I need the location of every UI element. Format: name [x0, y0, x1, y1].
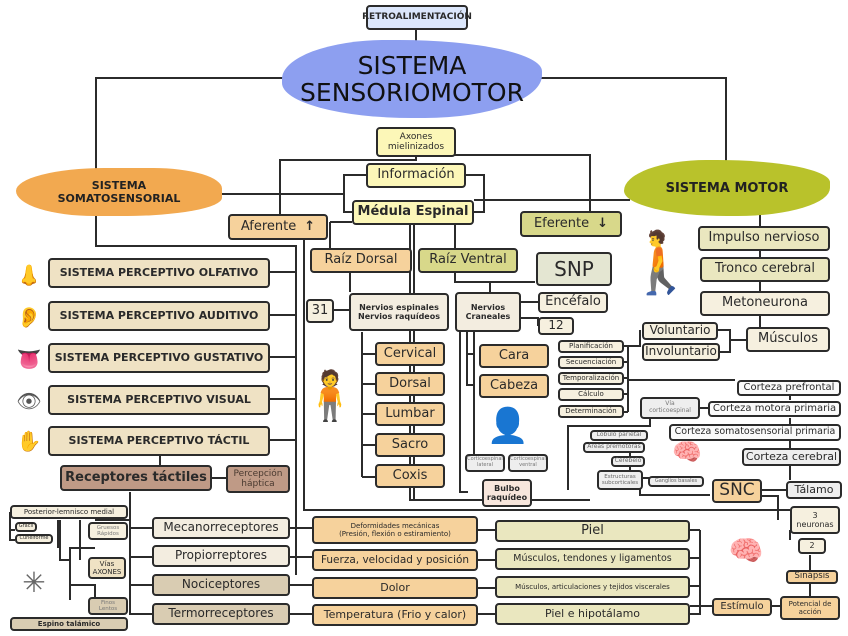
- function-calculo: Cálculo: [558, 388, 624, 401]
- receptor-type-mecano: Mecanorreceptores: [152, 517, 290, 539]
- ear-icon: 👂: [16, 305, 42, 329]
- system-olfativo: SISTEMA PERCEPTIVO OLFATIVO: [48, 258, 270, 288]
- lemnisco-box: Posterior-lemnisco medial: [10, 505, 128, 519]
- vias-axones-box: Vías AXONES: [88, 557, 126, 579]
- musculos-box: Músculos: [746, 327, 830, 352]
- estructuras-subcorticales-box: Estructuras subcorticales: [597, 470, 643, 490]
- stimulus-termo: Temperatura (Frio y calor): [312, 604, 478, 626]
- estimulo-box: Estímulo: [712, 598, 772, 616]
- cranial-count-box: 12: [538, 317, 574, 335]
- segment-dorsal: Dorsal: [375, 372, 445, 396]
- system-gustativo: SISTEMA PERCEPTIVO GUSTATIVO: [48, 343, 270, 373]
- corteza-somatosensorial-box: Corteza somatosensorial primaria: [669, 424, 841, 441]
- tongue-icon: 👅: [16, 347, 42, 371]
- nervios-craneales-box: Nervios Craneales: [455, 292, 521, 332]
- stimulus-propio: Fuerza, velocidad y posición: [312, 549, 478, 571]
- corteza-motora-box: Corteza motora primaria: [708, 401, 841, 417]
- cuneiforme-box: Cuneiforme: [15, 534, 53, 544]
- cerebelo-box: Cerebelo: [611, 456, 645, 467]
- metoneurona-box: Metoneurona: [700, 291, 830, 316]
- receptor-type-propio: Propiorreptores: [152, 545, 290, 567]
- nervous-system-icon: 🧍: [300, 367, 360, 424]
- axones-box: Axones mielinizados: [376, 127, 456, 157]
- segment-lumbar: Lumbar: [375, 402, 445, 426]
- system-auditivo: SISTEMA PERCEPTIVO AUDITIVO: [48, 301, 270, 331]
- location-mecano: Piel: [495, 520, 690, 542]
- voluntario-box: Voluntario: [642, 322, 718, 340]
- segment-sacro: Sacro: [375, 433, 445, 457]
- feedback-box: RETROALIMENTACIÓN: [362, 5, 472, 30]
- part-cabeza: Cabeza: [479, 374, 549, 398]
- segment-cervical: Cervical: [375, 342, 445, 366]
- system-visual: SISTEMA PERCEPTIVO VISUAL: [48, 385, 270, 415]
- finos-box: Finos Lentos: [88, 597, 128, 615]
- location-termo: Piel e hipotálamo: [495, 603, 690, 625]
- raiz-ventral-box: Raíz Ventral: [418, 248, 518, 273]
- espino-talamico-box: Espino talámico: [10, 617, 128, 631]
- senses-brain-icon: 🧠: [728, 533, 764, 567]
- encefalo-box: Encéfalo: [538, 292, 608, 313]
- stimulus-noci: Dolor: [312, 577, 478, 599]
- head-icon: 👤: [486, 406, 530, 446]
- function-planificacion: Planificación: [558, 340, 624, 353]
- areas-premotoras-box: Áreas premotoras: [583, 442, 645, 453]
- hand-icon: ✋: [16, 429, 42, 453]
- corticoespinal-ventral-box: Corticoespinal ventral: [508, 454, 548, 472]
- receptor-type-termo: Termorreceptores: [152, 603, 290, 625]
- potencial-accion-box: Potencial de acción: [780, 596, 840, 620]
- part-cara: Cara: [479, 344, 549, 368]
- eferente-label: Eferente: [533, 215, 590, 231]
- involuntario-box: Involuntario: [642, 343, 720, 361]
- nervios-espinales-box: Nervios espinales Nervios raquídeos: [349, 293, 449, 331]
- tres-neuronas-box: 3 neuronas: [790, 506, 840, 534]
- location-propio: Músculos, tendones y ligamentos: [495, 548, 690, 570]
- bulbo-raquideo-box: Bulbo raquídeo: [482, 479, 532, 507]
- title-blob: SISTEMA SENSORIOMOTOR: [282, 40, 542, 118]
- aferente-label: Aferente: [240, 218, 297, 234]
- snp-box: SNP: [536, 252, 612, 286]
- eye-icon: 👁: [16, 389, 42, 413]
- snc-box: SNC: [712, 479, 762, 503]
- receptor-type-noci: Nociceptores: [152, 574, 290, 596]
- receptores-tactiles-box: Receptores táctiles: [60, 465, 212, 491]
- nose-icon: 👃: [16, 263, 42, 287]
- percepcion-haptica-box: Percepción háptica: [226, 465, 290, 493]
- arrow-up-icon: ↑: [304, 218, 316, 234]
- corteza-prefrontal-box: Corteza prefrontal: [737, 380, 841, 396]
- tronco-box: Tronco cerebral: [700, 257, 830, 282]
- motor-blob: SISTEMA MOTOR: [624, 160, 830, 216]
- function-secuenciacion: Secuenciación: [558, 356, 624, 369]
- medula-espinal-box: Médula Espinal: [352, 200, 474, 225]
- segment-coxis: Coxis: [375, 464, 445, 488]
- arrow-down-icon: ↓: [597, 215, 609, 231]
- via-corticoespinal-box: Vía corticoespinal: [640, 397, 700, 419]
- human-body-icon: 🚶: [623, 227, 699, 298]
- function-temporalizacion: Temporalización: [558, 372, 624, 385]
- aferente-box[interactable]: Aferente ↑: [228, 214, 328, 240]
- function-determinacion: Determinación: [558, 405, 624, 418]
- stimulus-mecano: Deformidades mecánicas (Presión, flexión…: [312, 516, 478, 544]
- informacion-box: Información: [366, 163, 466, 188]
- system-tactil: SISTEMA PERCEPTIVO TÁCTIL: [48, 426, 270, 456]
- talamo-box: Tálamo: [786, 481, 842, 499]
- lobulo-parietal-box: Lóbulo parietal: [590, 430, 648, 441]
- location-noci: Músculos, articulaciones y tejidos visce…: [495, 576, 690, 598]
- sinapsis-box: Sinápsis: [786, 570, 838, 584]
- somatosensorial-blob: SISTEMA SOMATOSENSORIAL: [16, 168, 222, 216]
- spinal-count-box: 31: [306, 299, 334, 323]
- corteza-cerebral-box: Corteza cerebral: [742, 448, 841, 466]
- gruesos-box: Gruesos Rápidos: [88, 522, 128, 540]
- impulso-box: Impulso nervioso: [698, 226, 830, 251]
- dos-box: 2: [798, 538, 826, 554]
- corticoespinal-lateral-box: Corticoespinal lateral: [465, 454, 505, 472]
- neuron-icon: ✳: [22, 565, 46, 599]
- eferente-box[interactable]: Eferente ↓: [520, 211, 622, 237]
- brain-icon: 🧠: [672, 438, 702, 466]
- ganglios-basales-box: Ganglios basales: [648, 476, 704, 487]
- raiz-dorsal-box: Raíz Dorsal: [310, 248, 412, 273]
- gracil-box: Gracil: [15, 522, 37, 532]
